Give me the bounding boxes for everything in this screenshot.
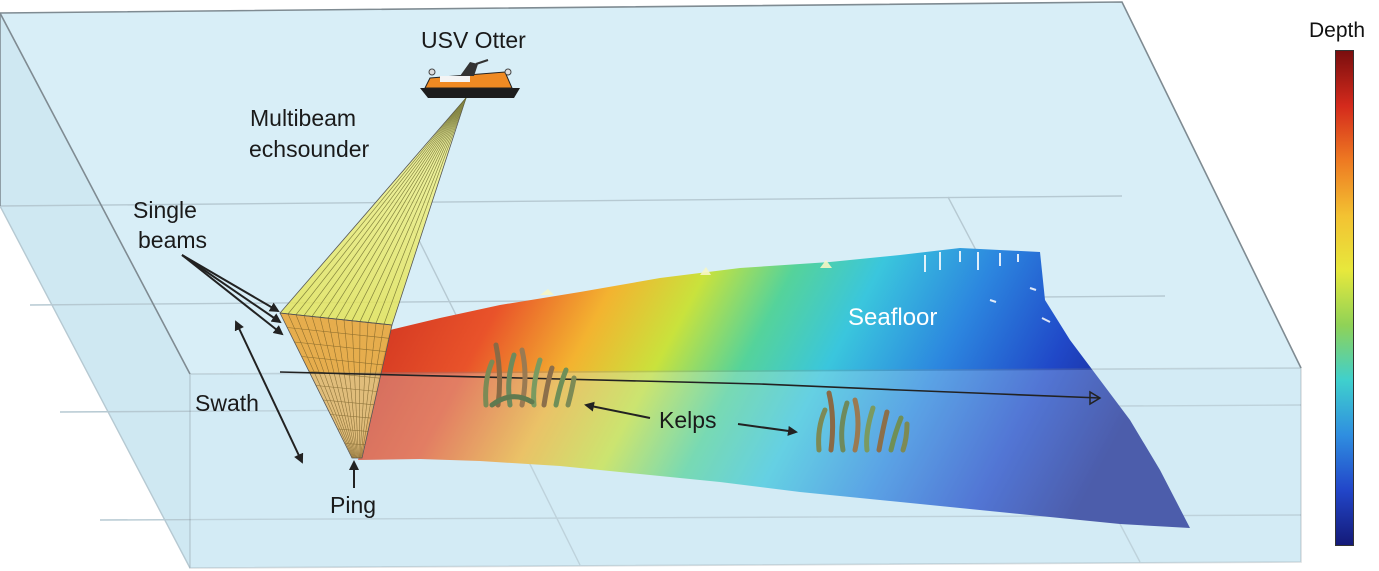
water-box-front: [189, 367, 1302, 569]
single-beam-line: [335, 97, 467, 320]
single-beam-line: [383, 97, 467, 325]
single-beam-line: [327, 97, 467, 319]
ping-grid-line: [337, 428, 369, 432]
single-beam-line: [319, 97, 467, 318]
single-beam-line: [359, 97, 467, 322]
single-beam-line: [343, 97, 467, 321]
single-beam-line: [287, 97, 467, 315]
ping-grid-line: [344, 443, 366, 445]
kelp-cluster-2: [816, 390, 910, 453]
sonar-label-line1: Multibeam: [250, 105, 356, 131]
depth-colorbar: [1335, 50, 1354, 546]
kelp-cluster-1: [483, 342, 577, 408]
single-beam-line: [311, 97, 467, 317]
vessel-label: USV Otter: [421, 27, 526, 53]
beam-arrow-1: [181, 254, 280, 313]
single-beam-line: [375, 97, 467, 324]
swath-label: Swath: [195, 390, 259, 416]
survey-track: [279, 371, 1101, 399]
kelps-arrow-left: [584, 401, 651, 419]
ping-label: Ping: [330, 492, 376, 518]
beam-arrow-2: [181, 254, 282, 324]
depth-legend-title: Depth: [1309, 19, 1366, 42]
single-beam-line: [295, 97, 467, 315]
sonar-label-line2: echsounder: [249, 136, 370, 162]
usv-otter-vessel: [420, 59, 520, 98]
ping-grid-line: [308, 370, 381, 379]
beams-label-line1: Single: [133, 197, 197, 223]
swath-arrow: [234, 320, 304, 464]
seafloor-swath: [358, 248, 1190, 528]
seafloor-label: Seafloor: [848, 304, 937, 331]
ping-grid-line: [294, 341, 387, 352]
ping-grid-line: [315, 385, 378, 392]
kelps-label: Kelps: [659, 407, 717, 433]
ping-grid-line: [323, 399, 375, 406]
track-end-marker: [1089, 390, 1102, 406]
kelps-arrow-right: [737, 423, 798, 436]
beams-label-line2: beams: [138, 227, 207, 253]
annotation-arrows: [181, 254, 798, 488]
multibeam-fan: [279, 97, 467, 459]
single-beam-line: [303, 97, 467, 316]
single-beam-line: [367, 97, 467, 323]
ping-grid-line: [287, 327, 390, 339]
ping-grid-line: [330, 414, 372, 419]
ping-grid-line: [301, 356, 384, 366]
single-beam-line: [351, 97, 467, 321]
